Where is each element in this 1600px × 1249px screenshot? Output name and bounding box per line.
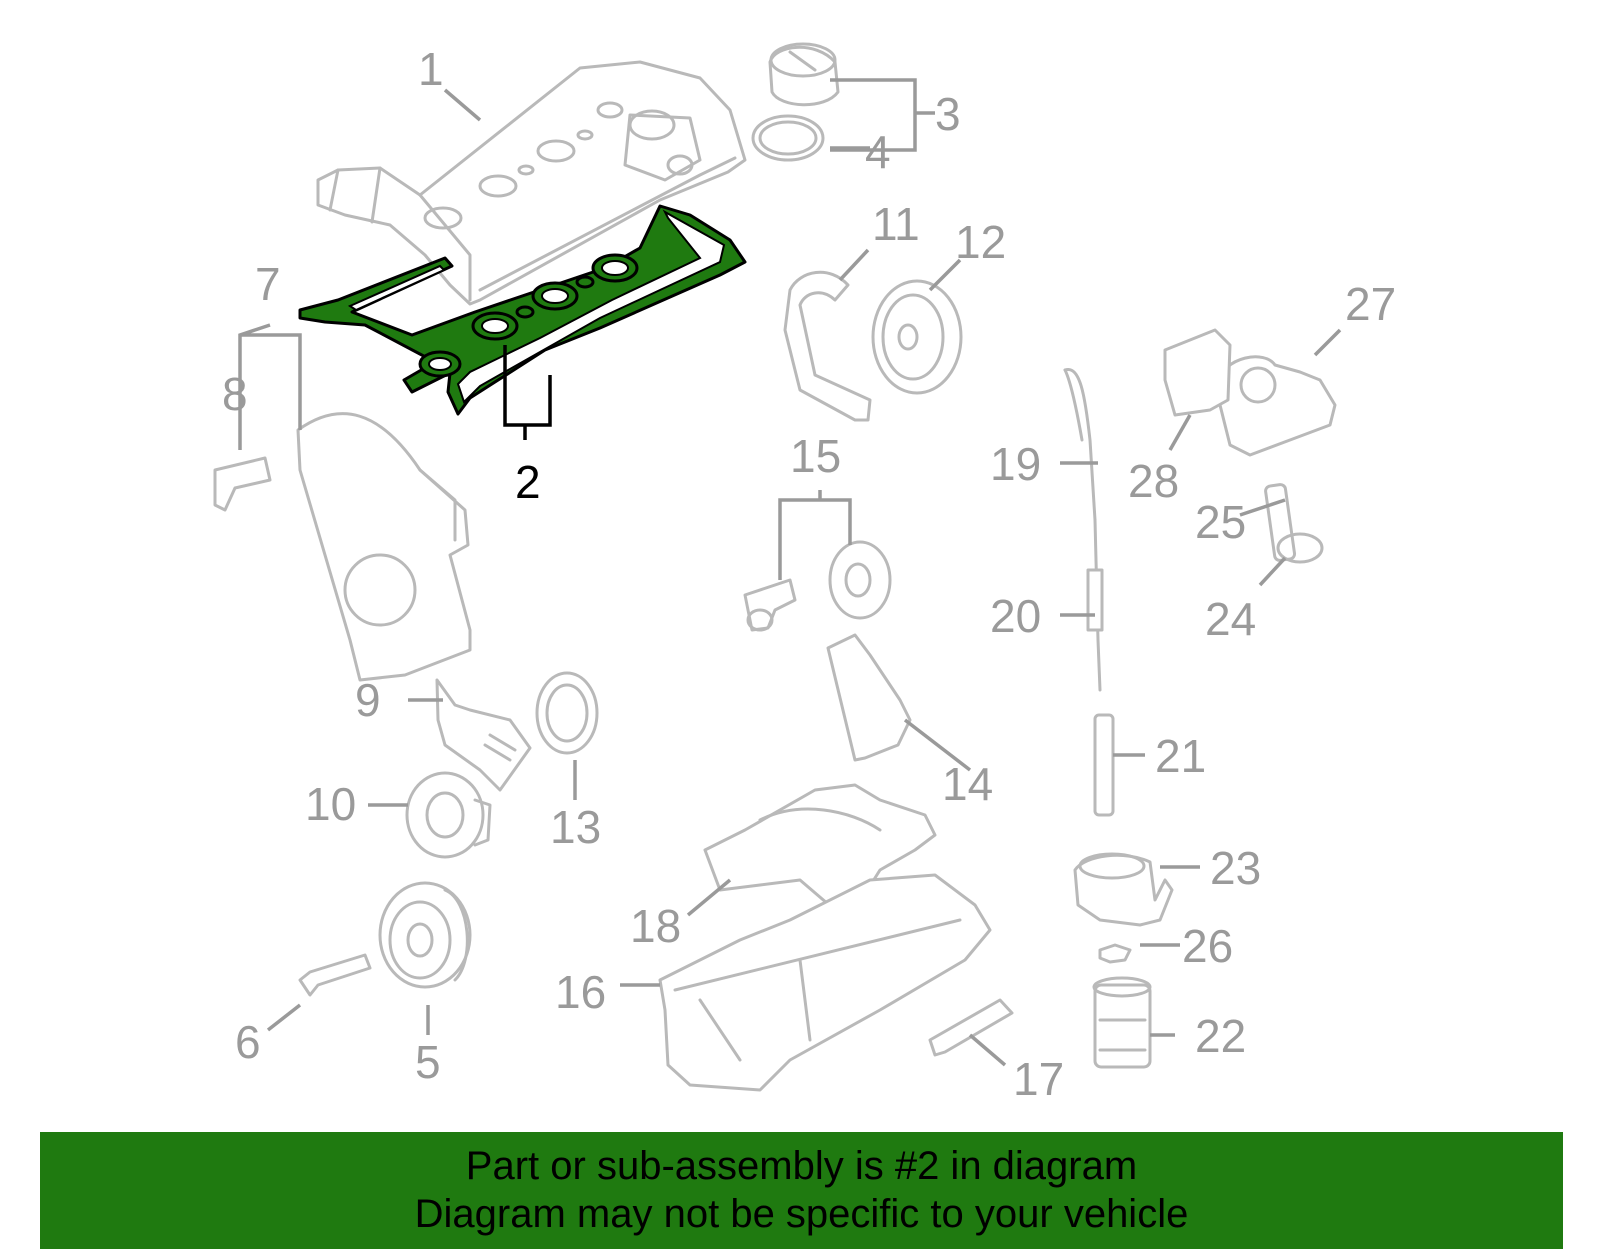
- crankshaft-pulley[interactable]: [378, 881, 472, 989]
- callout-18: 18: [630, 900, 681, 952]
- cover-bracket[interactable]: [213, 456, 272, 512]
- callout-25: 25: [1195, 496, 1246, 548]
- callout-22: 22: [1195, 1010, 1246, 1062]
- callout-27: 27: [1345, 278, 1396, 330]
- callout-23: 23: [1210, 842, 1261, 894]
- callout-2: 2: [515, 456, 541, 508]
- guide-tube[interactable]: [1093, 713, 1115, 817]
- idler-pulley-bolt[interactable]: [743, 578, 797, 632]
- timing-belt-cover[interactable]: [296, 412, 472, 682]
- callout-19: 19: [990, 438, 1041, 490]
- dipstick-tube[interactable]: [1086, 518, 1104, 692]
- timing-belt[interactable]: [783, 270, 872, 422]
- flange-gasket[interactable]: [1163, 328, 1232, 417]
- callout-17: 17: [1013, 1053, 1064, 1105]
- oil-filler-cap[interactable]: [768, 42, 840, 107]
- tensioner-pulley[interactable]: [405, 771, 492, 859]
- footer-part-note: Part or sub-assembly is #2 in diagram: [465, 1144, 1138, 1188]
- oil-pan-baffle[interactable]: [703, 783, 937, 912]
- callout-26: 26: [1182, 920, 1233, 972]
- callout-13: 13: [550, 801, 601, 853]
- callout-24: 24: [1205, 593, 1256, 645]
- leader-lines: [238, 78, 1342, 1067]
- callout-8: 8: [222, 368, 248, 420]
- tensioner-bracket[interactable]: [826, 633, 912, 762]
- coolant-flange[interactable]: [1213, 355, 1337, 457]
- rear-timing-cover[interactable]: [435, 678, 532, 792]
- oil-pan[interactable]: [658, 873, 992, 1092]
- callout-14: 14: [942, 758, 993, 810]
- callout-5: 5: [415, 1036, 441, 1088]
- callout-21: 21: [1155, 730, 1206, 782]
- callout-11: 11: [872, 198, 920, 250]
- coolant-pipe[interactable]: [1264, 483, 1297, 562]
- callout-10: 10: [305, 778, 356, 830]
- footer-disclaimer: Diagram may not be specific to your vehi…: [414, 1192, 1189, 1236]
- camshaft-sprocket[interactable]: [871, 279, 963, 395]
- oil-filler-cap-seal[interactable]: [751, 114, 825, 162]
- valve-cover-gasket[interactable]: [298, 204, 747, 416]
- leader-line-part-2: [503, 345, 552, 440]
- oil-filter[interactable]: [1092, 976, 1152, 1069]
- callout-16: 16: [555, 966, 606, 1018]
- oil-filter-housing[interactable]: [1073, 852, 1174, 927]
- callout-20: 20: [990, 590, 1041, 642]
- valve-cover[interactable]: [316, 60, 747, 306]
- callout-4: 4: [865, 126, 891, 178]
- callout-9: 9: [355, 674, 381, 726]
- idler-pulley[interactable]: [828, 540, 892, 620]
- pipe-o-ring[interactable]: [1276, 532, 1324, 564]
- footer-banner: Part or sub-assembly is #2 in diagram Di…: [40, 1132, 1563, 1249]
- sealant-tube[interactable]: [928, 998, 1014, 1057]
- callout-6: 6: [235, 1016, 261, 1068]
- callout-12: 12: [955, 216, 1006, 268]
- pulley-bolt[interactable]: [298, 953, 372, 997]
- drain-plug[interactable]: [1098, 943, 1132, 964]
- callout-15: 15: [790, 430, 841, 482]
- callout-1: 1: [418, 43, 444, 95]
- callout-28: 28: [1128, 455, 1179, 507]
- dipstick[interactable]: [1063, 368, 1097, 522]
- callout-7: 7: [255, 258, 281, 310]
- callout-3: 3: [935, 88, 961, 140]
- crankshaft-sprocket[interactable]: [535, 671, 599, 755]
